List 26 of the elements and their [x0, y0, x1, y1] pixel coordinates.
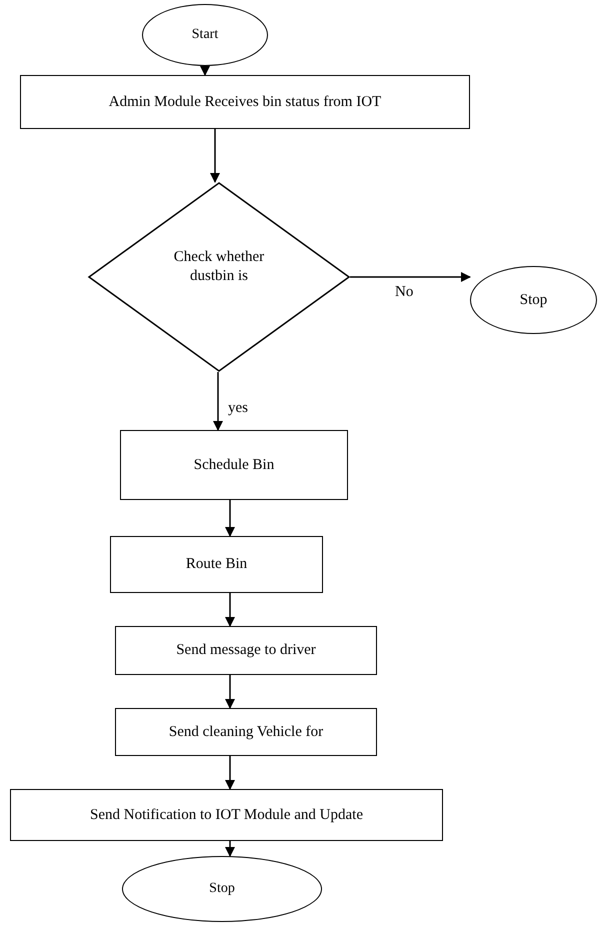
process-box	[20, 75, 470, 129]
process-box	[120, 430, 348, 500]
decision-diamond	[88, 182, 350, 372]
arrow	[225, 675, 235, 709]
arrow	[225, 500, 235, 537]
arrow	[200, 66, 210, 76]
arrow	[210, 129, 220, 183]
process-box	[10, 789, 443, 841]
process-box	[110, 536, 323, 593]
arrow	[225, 841, 235, 857]
node-label: Route Bin	[184, 555, 248, 574]
node-label: Stop	[208, 880, 236, 898]
node-label: Stop	[518, 290, 548, 310]
process-box	[115, 708, 377, 756]
arrow	[225, 593, 235, 627]
arrow	[213, 372, 223, 431]
node-label: Send message to driver	[175, 641, 317, 660]
node-label: Schedule Bin	[192, 456, 276, 474]
arrow	[350, 272, 471, 282]
node-label: Check whether dustbin is	[172, 248, 266, 286]
node-label: Admin Module Receives bin status from IOT	[108, 92, 382, 112]
node-label: Start	[190, 26, 220, 44]
node-label: Send cleaning Vehicle for	[168, 722, 324, 742]
process-box	[115, 626, 377, 675]
arrow	[225, 756, 235, 790]
node-label: Send Notification to IOT Module and Update	[88, 806, 364, 824]
